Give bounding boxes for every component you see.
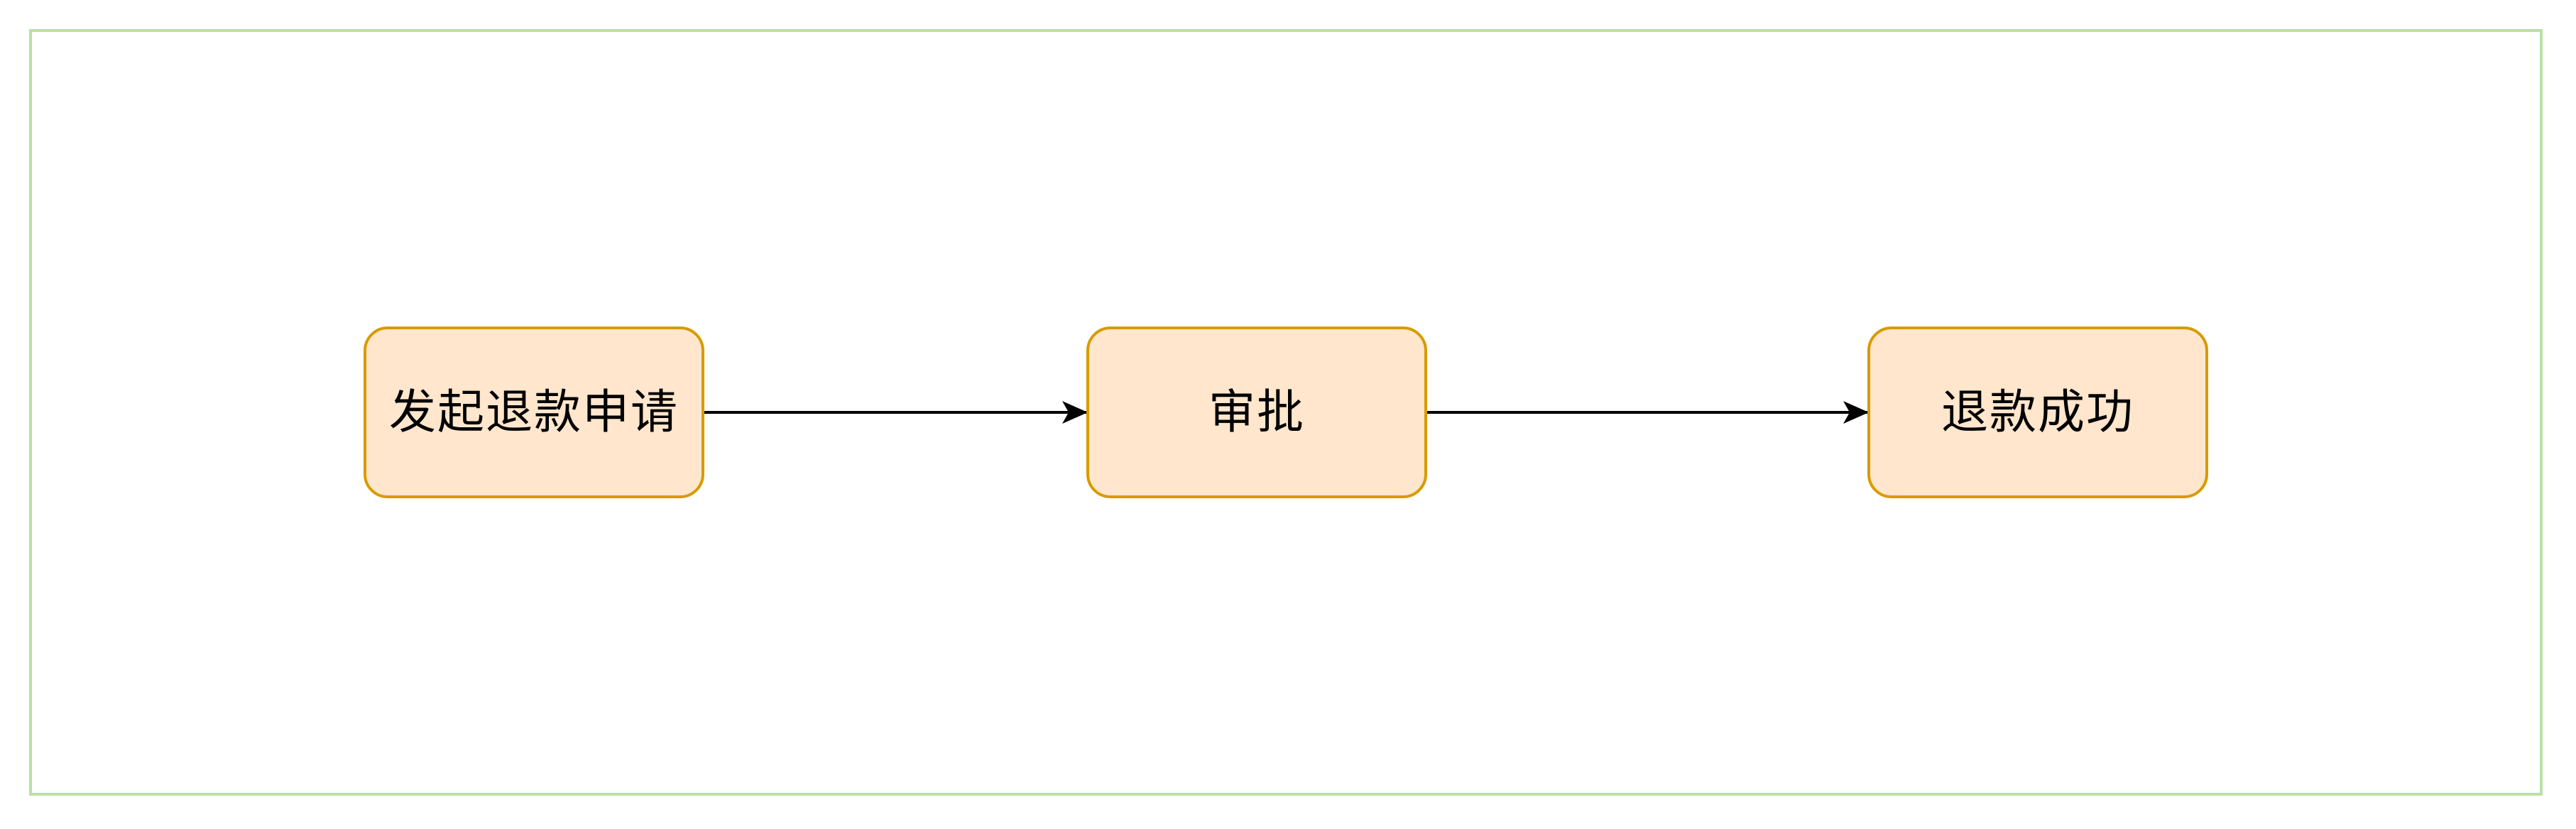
node-label: 发起退款申请 xyxy=(389,385,679,439)
node-approval[interactable]: 审批 xyxy=(1086,326,1427,498)
node-refund-success[interactable]: 退款成功 xyxy=(1867,326,2208,498)
diagram-frame xyxy=(29,29,2543,796)
node-submit-refund-request[interactable]: 发起退款申请 xyxy=(364,326,704,498)
node-label: 退款成功 xyxy=(1941,385,2134,439)
node-label: 审批 xyxy=(1208,385,1305,439)
